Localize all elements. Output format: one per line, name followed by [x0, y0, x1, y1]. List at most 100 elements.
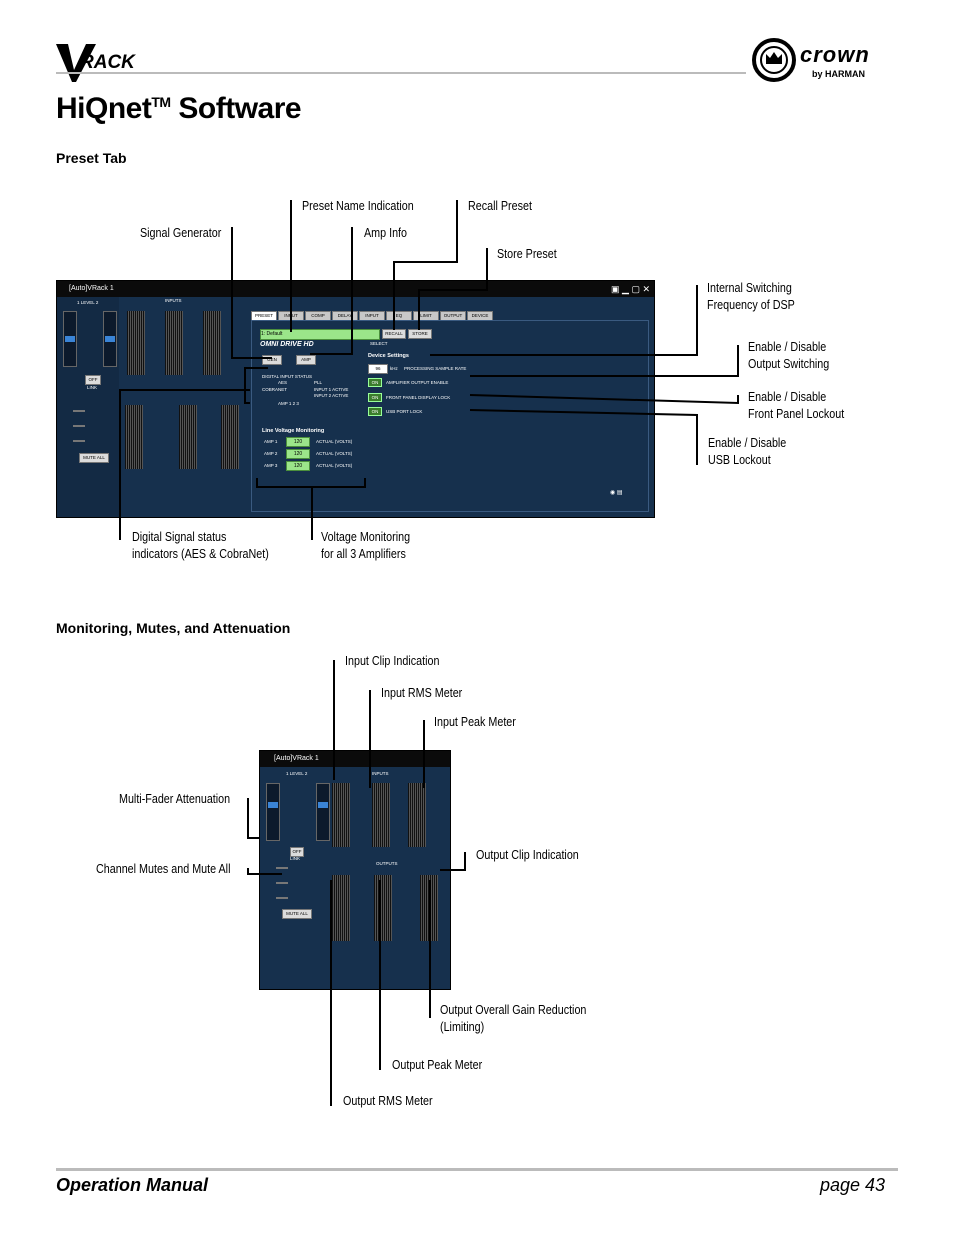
- omnidrive-logo: OMNI DRIVE HD: [260, 341, 314, 348]
- off-button-2[interactable]: OFF: [290, 847, 304, 857]
- gen-button[interactable]: GEN: [262, 355, 282, 365]
- mute-amp-1[interactable]: [73, 410, 85, 412]
- front-panel-lock-toggle[interactable]: ON: [368, 393, 382, 402]
- voltage-value: 120: [286, 437, 310, 447]
- off-button[interactable]: OFF: [85, 375, 101, 385]
- rate-label: PROCESSING SAMPLE RATE: [404, 366, 467, 371]
- mute-2-amp-1[interactable]: [276, 867, 288, 869]
- amp-button[interactable]: AMP: [296, 355, 316, 365]
- window-title: [Auto]VRack 1: [69, 285, 114, 292]
- usb-lock-toggle[interactable]: ON: [368, 407, 382, 416]
- cobranet-label: COBRANET: [262, 387, 288, 392]
- window-2-title-bar: [Auto]VRack 1: [260, 751, 450, 767]
- label-multi-fader: Multi-Fader Attenuation: [119, 792, 231, 806]
- output-enable-toggle[interactable]: ON: [368, 378, 382, 387]
- output-meter-2: [179, 405, 197, 469]
- label-input-rms: Input RMS Meter: [381, 686, 463, 700]
- label-channel-mutes: Channel Mutes and Mute All: [96, 862, 231, 876]
- input-meter-3: [203, 311, 221, 375]
- output-meter-3: [221, 405, 239, 469]
- voltage-amp-label: AMP 3: [264, 463, 278, 468]
- input2-active-label: INPUT 2 ACTIVE: [314, 393, 349, 398]
- fader-2-2[interactable]: [316, 783, 330, 841]
- input-meter-2-2: [372, 783, 390, 847]
- rate-unit: kHz: [390, 366, 398, 371]
- ds-logo: ◉ ▤: [610, 490, 623, 496]
- voltage-value: 120: [286, 461, 310, 471]
- voltage-unit: ACTUAL (VOLTS): [316, 451, 353, 456]
- brand-sub: by HARMAN: [812, 69, 865, 79]
- input-meter-2: [165, 311, 183, 375]
- label-output-rms: Output RMS Meter: [343, 1094, 433, 1108]
- level-label: 1 LEVEL 2: [77, 300, 99, 305]
- voltage-unit: ACTUAL (VOLTS): [316, 439, 353, 444]
- crown-logo: crown by HARMAN: [752, 38, 902, 82]
- select-label: SELECT: [370, 341, 388, 346]
- fader-1[interactable]: [63, 311, 77, 367]
- label-input-peak: Input Peak Meter: [434, 715, 516, 729]
- label-amp-info: Amp Info: [364, 226, 408, 240]
- line-voltage-heading: Line Voltage Monitoring: [262, 428, 325, 434]
- device-settings-heading: Device Settings: [368, 353, 409, 359]
- mute-all-button-2[interactable]: MUTE ALL: [282, 909, 312, 919]
- mute-amp-2[interactable]: [73, 425, 85, 427]
- section-heading-monitoring: Monitoring, Mutes, and Attenuation: [56, 620, 291, 636]
- vrack-window-monitoring: [Auto]VRack 1 1 LEVEL 2 OFF LINK INPUTS …: [259, 750, 451, 990]
- page-title: HiQnetTM Software: [56, 92, 302, 125]
- window-2-title: [Auto]VRack 1: [274, 755, 319, 762]
- digital-input-status-heading: DIGITAL INPUT STATUS: [262, 374, 313, 379]
- link-label: LINK: [87, 385, 98, 390]
- output-enable-label: AMPLIFIER OUTPUT ENABLE: [386, 380, 449, 385]
- left-strip: 1 LEVEL 2 OFF LINK MUTE ALL: [57, 297, 119, 517]
- link-label-2: LINK: [290, 856, 301, 861]
- label-recall-preset: Recall Preset: [468, 199, 532, 213]
- vrack-logo: RACK: [56, 40, 176, 89]
- preset-panel: 1: Default RECALL STORE SELECT OMNI DRIV…: [251, 320, 649, 512]
- label-preset-name: Preset Name Indication: [302, 199, 414, 213]
- sample-rate-select[interactable]: 96: [368, 364, 388, 374]
- front-panel-lock-label: FRONT PANEL DISPLAY LOCK: [386, 395, 451, 400]
- voltage-value: 120: [286, 449, 310, 459]
- aes-label: AES: [278, 380, 288, 385]
- outputs-label-2: OUTPUTS: [376, 861, 398, 866]
- voltage-amp-label: AMP 1: [264, 439, 278, 444]
- voltage-unit: ACTUAL (VOLTS): [316, 463, 353, 468]
- inputs-label: INPUTS: [165, 298, 182, 303]
- input-meter-1: [127, 311, 145, 375]
- label-signal-generator: Signal Generator: [140, 226, 222, 240]
- footer-page: page 43: [820, 1175, 886, 1195]
- vrack-logo-text: RACK: [80, 52, 136, 73]
- window-title-bar: [Auto]VRack 1 ▣ ▁ ▢ ✕: [57, 281, 654, 297]
- amp-123-label: AMP 1 2 3: [278, 401, 299, 406]
- label-output-peak: Output Peak Meter: [392, 1058, 483, 1072]
- window-controls[interactable]: ▣ ▁ ▢ ✕: [611, 284, 650, 294]
- label-output-gain: Output Overall Gain Reduction(Limiting): [440, 1003, 587, 1034]
- mute-2-amp-3[interactable]: [276, 897, 288, 899]
- footer-rule: [56, 1168, 898, 1171]
- inputs-label-2: INPUTS: [372, 771, 389, 776]
- output-meter-2-1: [332, 875, 350, 941]
- fader-2[interactable]: [103, 311, 117, 367]
- voltage-amp-label: AMP 2: [264, 451, 278, 456]
- output-meter-2-2: [374, 875, 392, 941]
- vrack-window-preset: [Auto]VRack 1 ▣ ▁ ▢ ✕ 1 LEVEL 2 OFF LINK…: [56, 280, 655, 518]
- usb-lock-label: USB PORT LOCK: [386, 409, 423, 414]
- mute-2-amp-2[interactable]: [276, 882, 288, 884]
- section-heading-preset-tab: Preset Tab: [56, 150, 127, 166]
- level-label-2: 1 LEVEL 2: [286, 771, 308, 776]
- mute-all-button[interactable]: MUTE ALL: [79, 453, 109, 463]
- preset-name-field[interactable]: 1: Default: [260, 329, 380, 340]
- fader-2-1[interactable]: [266, 783, 280, 841]
- input-meter-2-3: [408, 783, 426, 847]
- mute-amp-3[interactable]: [73, 440, 85, 442]
- label-store-preset: Store Preset: [497, 247, 557, 261]
- brand-name: crown: [800, 42, 870, 67]
- pll-label: PLL: [314, 380, 323, 385]
